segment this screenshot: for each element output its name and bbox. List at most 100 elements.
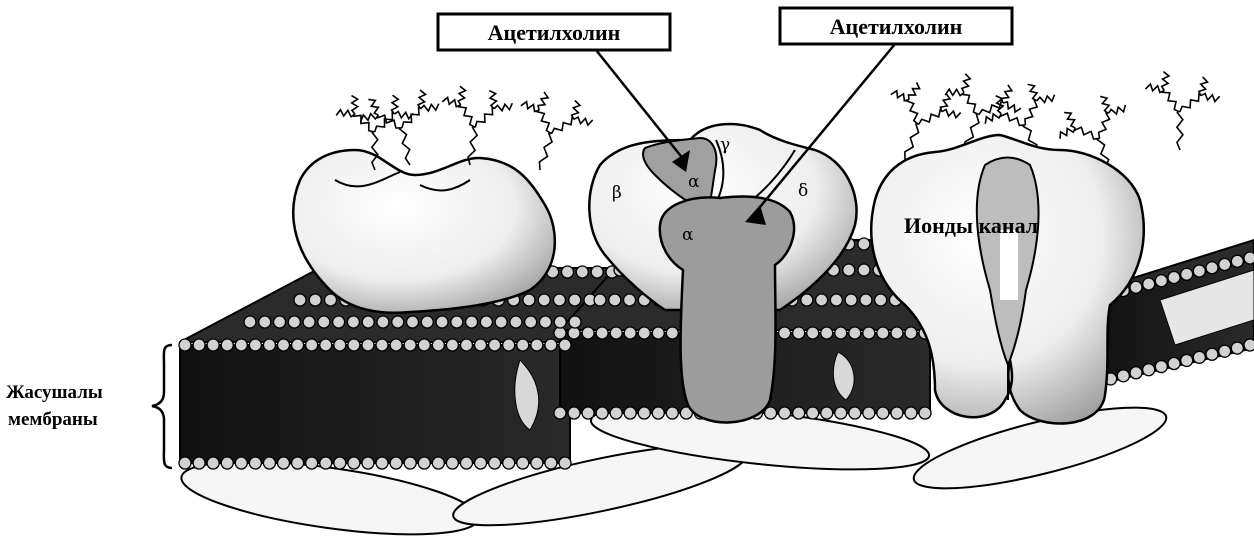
sugar-branch: [572, 101, 580, 120]
lipid-head: [1130, 281, 1142, 293]
lipid-head: [309, 294, 321, 306]
sugar-branch: [1162, 72, 1169, 91]
sugar-branch: [537, 112, 552, 134]
lipid-head: [235, 457, 247, 469]
lipid-head: [863, 407, 875, 419]
lipid-head: [1231, 255, 1243, 267]
lipid-head: [801, 294, 813, 306]
lipid-head: [858, 238, 870, 250]
lipid-head: [1143, 364, 1155, 376]
lipid-head: [652, 407, 664, 419]
lipid-head: [306, 457, 318, 469]
sugar-branch: [1060, 128, 1075, 139]
lipid-head: [569, 294, 581, 306]
lipid-head: [320, 457, 332, 469]
lipid-head: [392, 316, 404, 328]
lipid-head: [568, 327, 580, 339]
lipid-head: [306, 339, 318, 351]
lipid-head: [376, 457, 388, 469]
sugar-branch: [1099, 112, 1110, 138]
lipid-head: [390, 457, 402, 469]
lipid-head: [179, 457, 191, 469]
lipid-head: [554, 327, 566, 339]
lipid-head: [421, 316, 433, 328]
sugar-branch: [489, 91, 496, 109]
lipid-head: [404, 457, 416, 469]
lipid-head: [320, 339, 332, 351]
lipid-head: [849, 407, 861, 419]
lipid-head: [263, 457, 275, 469]
sugar-branch: [942, 110, 961, 118]
left-glycoprotein: [293, 150, 555, 313]
lipid-head: [877, 327, 889, 339]
lipid-head: [390, 339, 402, 351]
acetylcholine-label-left: Ацетилхолин: [488, 20, 621, 45]
sugar-branch: [1100, 96, 1109, 113]
lipid-head: [249, 339, 261, 351]
lipid-head: [1181, 354, 1193, 366]
lipid-head: [249, 457, 261, 469]
lipid-head: [666, 407, 678, 419]
sugar-branch: [494, 103, 512, 111]
lipid-head: [523, 294, 535, 306]
lipid-head: [1244, 339, 1254, 351]
sugar-branch: [962, 74, 970, 93]
lipid-head: [875, 294, 887, 306]
sugar-branch: [361, 114, 379, 122]
lipid-head: [531, 457, 543, 469]
lipid-head: [553, 294, 565, 306]
lipid-head: [1244, 252, 1254, 264]
lipid-head: [821, 407, 833, 419]
lipid-head: [432, 457, 444, 469]
sugar-branch: [996, 96, 1004, 114]
lipid-head: [517, 339, 529, 351]
lipid-head: [1143, 278, 1155, 290]
lipid-head: [1155, 275, 1167, 287]
lipid-head: [451, 316, 463, 328]
lipid-head: [377, 316, 389, 328]
lipid-head: [1168, 272, 1180, 284]
sugar-branch: [353, 115, 375, 132]
lipid-head: [779, 407, 791, 419]
lipid-head: [179, 339, 191, 351]
lipid-head: [1219, 345, 1231, 357]
sugar-branch: [985, 114, 1001, 124]
lipid-head: [638, 407, 650, 419]
lipid-head: [221, 339, 233, 351]
lipid-head: [582, 327, 594, 339]
acetylcholine-label-right: Ацетилхолин: [830, 14, 963, 39]
lipid-head: [765, 407, 777, 419]
sugar-branch: [1025, 100, 1037, 125]
lipid-head: [877, 407, 889, 419]
lipid-head: [466, 316, 478, 328]
lipid-head: [418, 457, 430, 469]
lipid-head: [860, 294, 872, 306]
sugar-branch: [1145, 84, 1164, 92]
sugar-branch: [1074, 127, 1100, 139]
lipid-head: [292, 457, 304, 469]
lipid-head: [436, 316, 448, 328]
sugar-branch: [475, 107, 492, 128]
lipid-head: [347, 316, 359, 328]
lipid-head: [858, 264, 870, 276]
lipid-head: [274, 316, 286, 328]
sugar-branch: [399, 128, 410, 165]
lipid-head: [807, 327, 819, 339]
lipid-head: [554, 316, 566, 328]
sugar-branch: [1002, 85, 1012, 103]
lipid-head: [545, 457, 557, 469]
lipid-head: [475, 339, 487, 351]
lipid-head: [538, 294, 550, 306]
sugar-branch: [908, 82, 919, 99]
lipid-head: [334, 339, 346, 351]
lipid-head: [843, 264, 855, 276]
lipid-head: [404, 339, 416, 351]
sugar-branch: [402, 107, 419, 128]
lipid-head: [460, 457, 472, 469]
sugar-branch: [1199, 77, 1208, 96]
lipid-head: [418, 339, 430, 351]
lipid-head: [596, 407, 608, 419]
sugar-branch: [1028, 84, 1037, 100]
lipid-head: [207, 457, 219, 469]
sugar-branch: [919, 109, 941, 124]
